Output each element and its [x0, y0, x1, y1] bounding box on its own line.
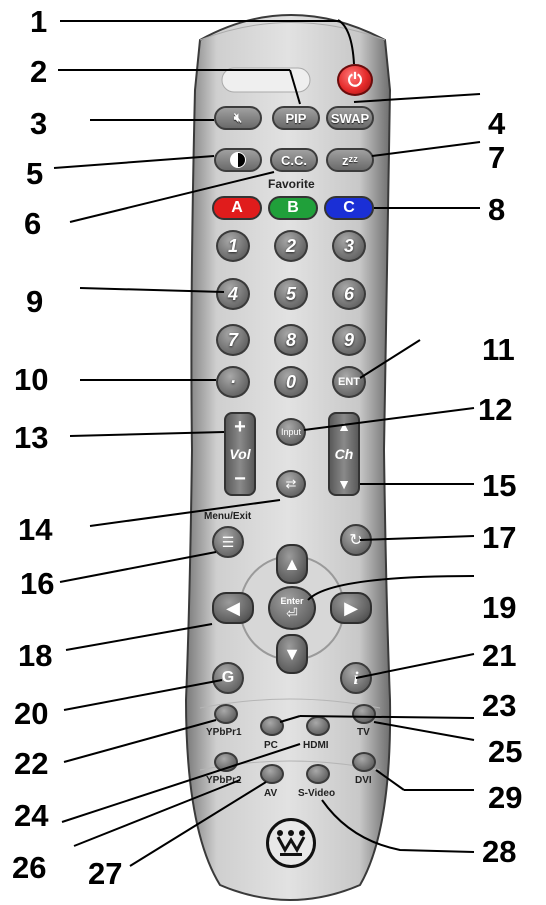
- callout-10: 10: [14, 364, 48, 395]
- callout-14: 14: [18, 514, 52, 545]
- callout-7: 7: [488, 142, 505, 173]
- callout-27: 27: [88, 858, 122, 889]
- callout-6: 6: [24, 208, 41, 239]
- callout-18: 18: [18, 640, 52, 671]
- callout-15: 15: [482, 470, 516, 501]
- callout-12: 12: [478, 394, 512, 425]
- callout-24: 24: [14, 800, 48, 831]
- callout-2: 2: [30, 56, 47, 87]
- callout-3: 3: [30, 108, 47, 139]
- callout-4: 4: [488, 108, 505, 139]
- callout-21: 21: [482, 640, 516, 671]
- callout-19: 19: [482, 592, 516, 623]
- callout-1: 1: [30, 6, 47, 37]
- callout-5: 5: [26, 158, 43, 189]
- callout-16: 16: [20, 568, 54, 599]
- callout-13: 13: [14, 422, 48, 453]
- callout-28: 28: [482, 836, 516, 867]
- callout-11: 11: [482, 334, 515, 365]
- callout-25: 25: [488, 736, 522, 767]
- callout-23: 23: [482, 690, 516, 721]
- callout-9: 9: [26, 286, 43, 317]
- callout-29: 29: [488, 782, 522, 813]
- callout-26: 26: [12, 852, 46, 883]
- callout-8: 8: [488, 194, 505, 225]
- callout-20: 20: [14, 698, 48, 729]
- callout-22: 22: [14, 748, 48, 779]
- callout-17: 17: [482, 522, 516, 553]
